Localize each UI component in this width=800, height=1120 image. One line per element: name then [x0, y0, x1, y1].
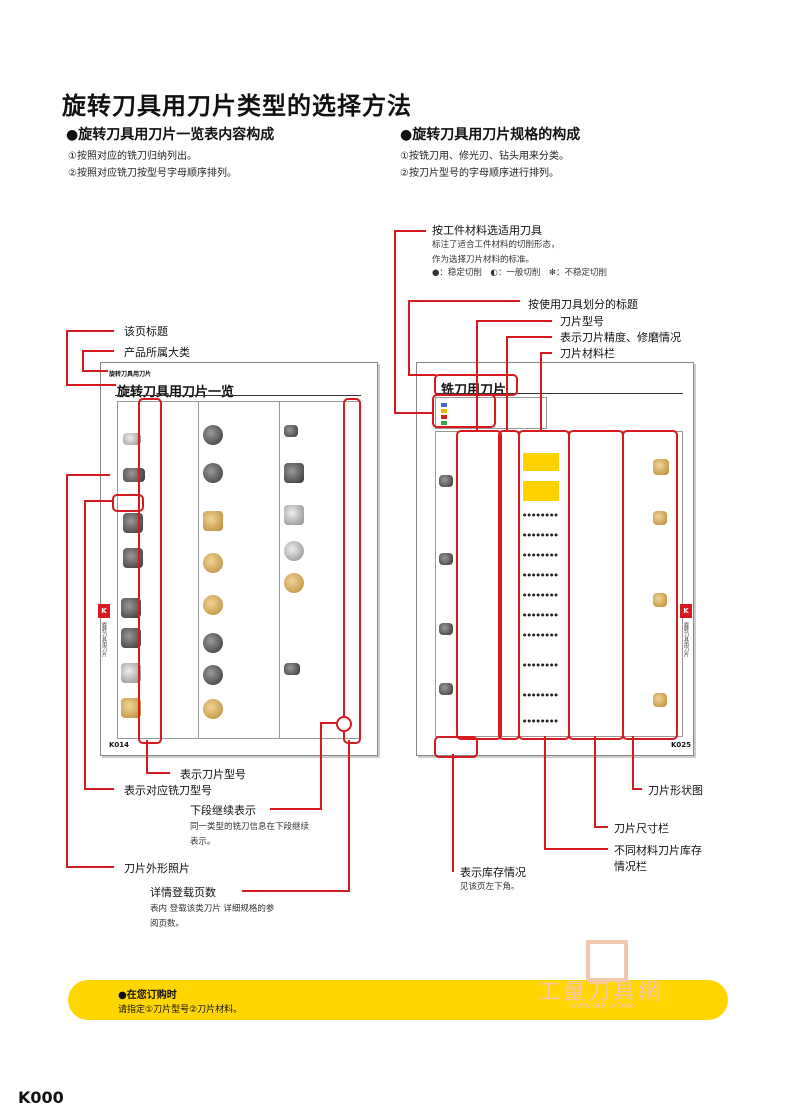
- callout-category: 产品所属大类: [124, 346, 190, 359]
- shape-diagram: [653, 511, 667, 525]
- callout-material-col: 刀片材料栏: [560, 347, 615, 360]
- right-side-tag: K: [680, 604, 692, 618]
- left-line-1: ①按照对应的铣刀归纳列出。: [68, 151, 197, 162]
- callout-tool-title: 按使用刀具划分的标题: [528, 298, 638, 311]
- detail-page-highlight: [343, 398, 361, 744]
- left-side-tag: K: [98, 604, 110, 618]
- callout-shape: 刀片形状图: [648, 784, 703, 797]
- shape-diagram: [653, 459, 669, 475]
- insert-photo: [439, 553, 453, 565]
- insert-photo: [121, 698, 141, 718]
- insert-photo: [121, 628, 141, 648]
- insert-photo: [203, 699, 223, 719]
- callout-photo: 刀片外形照片: [124, 862, 190, 875]
- left-page-category: 旋转刀具用刀片: [109, 371, 152, 378]
- insert-photo: [203, 425, 223, 445]
- callout-detail-page-sub: 表内 登载该类刀片 详细规格的参 阅页数。: [150, 904, 275, 929]
- insert-photo: [203, 595, 223, 615]
- insert-photo: [284, 663, 300, 675]
- insert-photo: [284, 541, 304, 561]
- callout-insert-model: 表示刀片型号: [180, 768, 246, 781]
- continue-marker: [336, 716, 352, 732]
- callout-continue: 下段继续表示: [190, 804, 256, 817]
- precision-highlight: [498, 430, 520, 740]
- left-side-text: 旋转刀具用刀片: [101, 622, 107, 657]
- watermark-logo: [586, 940, 628, 982]
- insert-photo: [284, 505, 304, 525]
- insert-photo: [284, 573, 304, 593]
- insert-photo: [203, 463, 223, 483]
- stock-display-highlight: [434, 736, 478, 758]
- page-title: 旋转刀具用刀片类型的选择方法: [62, 92, 412, 120]
- insert-photo: [439, 623, 453, 635]
- shape-diagram: [653, 593, 667, 607]
- material-col-highlight: [518, 430, 570, 740]
- callout-cutter-model: 表示对应铣刀型号: [124, 784, 212, 797]
- size-highlight: [568, 430, 624, 740]
- cutter-model-highlight: [112, 494, 144, 512]
- order-note-text: 请指定①刀片型号②刀片材料。: [118, 1005, 243, 1015]
- callout-page-title: 该页标题: [124, 325, 168, 338]
- callout-detail-page: 详情登载页数: [150, 886, 216, 899]
- shape-diagram: [653, 693, 667, 707]
- right-page-number: K025: [671, 741, 692, 749]
- insert-model-highlight: [138, 398, 162, 744]
- insert-photo: [284, 463, 304, 483]
- insert-photo: [121, 663, 141, 683]
- callout-size: 刀片尺寸栏: [614, 822, 669, 835]
- insert-photo: [439, 683, 453, 695]
- callout-stock: 不同材料刀片库存 情况栏: [614, 844, 702, 873]
- left-section-lines: ①按照对应的铣刀归纳列出。 ②按照对应铣刀按型号字母顺序排列。: [68, 148, 237, 182]
- insert-photo: [121, 598, 141, 618]
- left-line-2: ②按照对应铣刀按型号字母顺序排列。: [68, 168, 237, 179]
- callout-precision: 表示刀片精度、修磨情况: [560, 331, 681, 344]
- right-side-text: 旋转刀具用刀片: [683, 622, 689, 657]
- order-note-heading: ●在您订购时: [118, 990, 177, 1001]
- watermark-title: 工量刀具網: [538, 980, 664, 1005]
- insert-photo: [203, 665, 223, 685]
- insert-photo: [284, 425, 298, 437]
- material-header-highlight: [432, 394, 496, 428]
- callout-continue-sub: 同一类型的铣刀信息在下段继续 表示。: [190, 822, 310, 847]
- left-page-number: K014: [109, 741, 130, 749]
- callout-material: 按工件材料选适用刀具: [432, 224, 542, 237]
- insert-photo: [203, 553, 223, 573]
- shape-highlight: [622, 430, 678, 740]
- watermark-url: WWW.GLRJW.COM: [570, 1002, 634, 1010]
- right-line-2: ②按刀片型号的字母顺序进行排列。: [400, 168, 559, 179]
- right-section-lines: ①按铣刀用、修光刃、钻头用来分类。 ②按刀片型号的字母顺序进行排列。: [400, 148, 569, 182]
- callout-stock-display: 表示库存情况: [460, 866, 526, 879]
- bottom-page-number: K000: [18, 1088, 64, 1107]
- left-sample-page: 旋转刀具用刀片 旋转刀具用刀片一览 K014: [100, 362, 378, 756]
- right-section-heading: ●旋转刀具用刀片规格的构成: [400, 127, 581, 143]
- insert-photo: [203, 633, 223, 653]
- callout-material-sub: 标注了适合工件材料的切削形态， 作为选择刀片材料的标准。: [432, 240, 560, 265]
- order-note-bar: [68, 980, 728, 1020]
- left-page-title: 旋转刀具用刀片一览: [117, 385, 235, 400]
- insert-photo: [203, 511, 223, 531]
- left-section-heading: ●旋转刀具用刀片一览表内容构成: [66, 127, 275, 143]
- callout-legend: ●：稳定切削 ◐：一般切削 ✻：不稳定切削: [432, 268, 607, 278]
- right-line-1: ①按铣刀用、修光刃、钻头用来分类。: [400, 151, 569, 162]
- insert-model-highlight-right: [456, 430, 502, 740]
- callout-stock-display-sub: 见该页左下角。: [460, 882, 520, 892]
- insert-photo: [439, 475, 453, 487]
- insert-photo: [123, 433, 141, 445]
- callout-insert-model-right: 刀片型号: [560, 315, 604, 328]
